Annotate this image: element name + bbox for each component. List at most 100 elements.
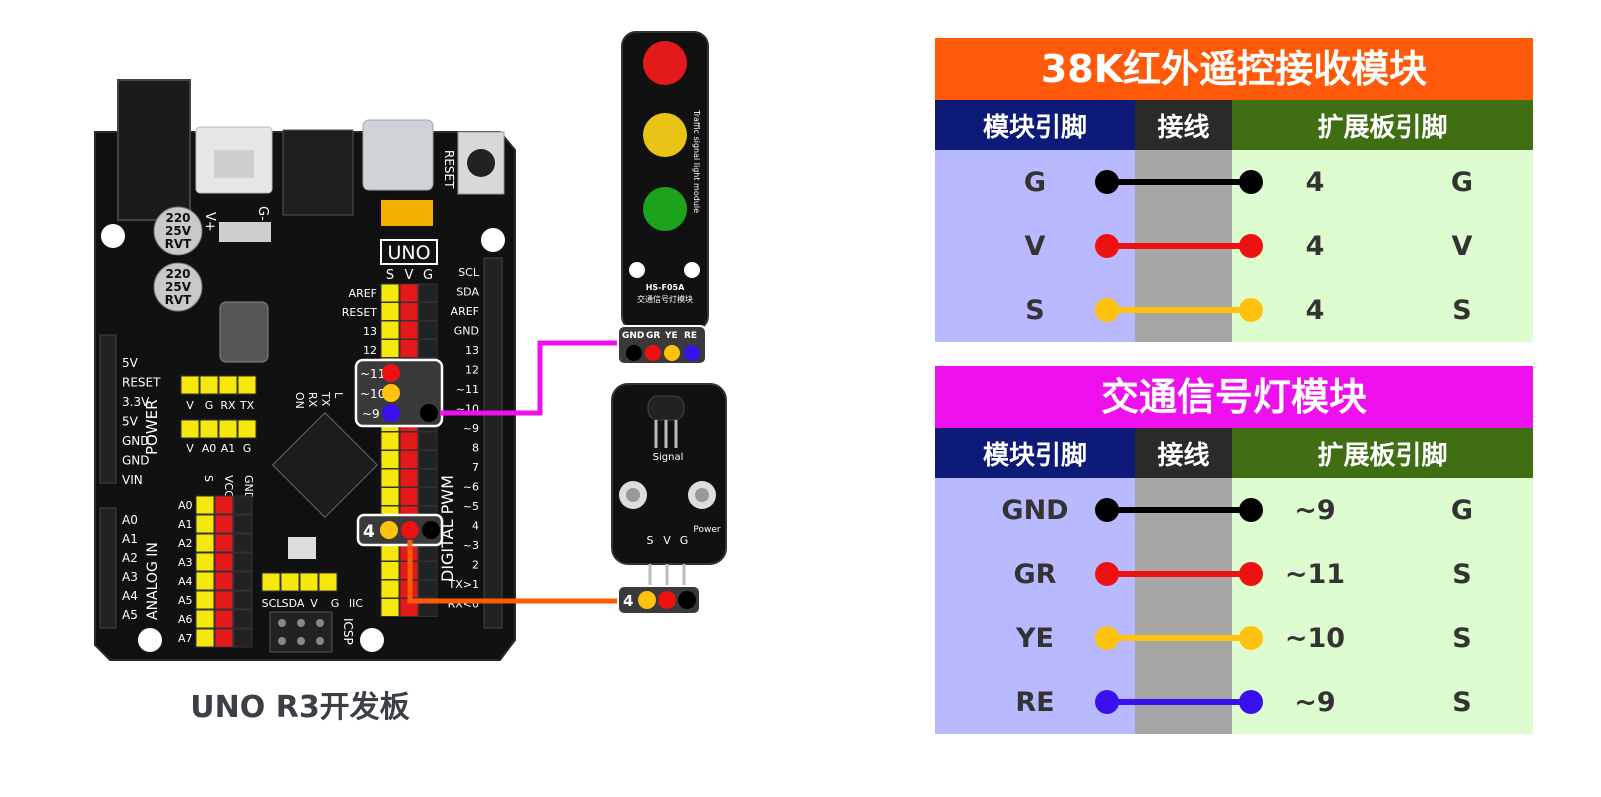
board-pin-label: V — [1451, 230, 1473, 262]
signal-pin — [380, 598, 400, 617]
signal-pin — [380, 302, 400, 321]
wiring-cell — [1135, 278, 1232, 342]
svcc-label: VCC — [222, 475, 235, 498]
vcc-pin — [214, 628, 234, 648]
analog-pin-label: A1 — [122, 532, 138, 546]
vcc-pin — [399, 431, 419, 451]
green-led — [643, 187, 687, 231]
table-title: 38K红外遥控接收模块 — [935, 38, 1533, 100]
led-label: L — [332, 392, 345, 399]
dot-black — [678, 591, 696, 609]
right-pin-label: ~9 — [463, 422, 479, 435]
traffic-pin-re: RE — [684, 331, 697, 341]
power-pin-label: 5V — [122, 415, 139, 429]
vcc-pin — [214, 495, 234, 515]
analog-inner-label: A1 — [178, 518, 193, 531]
mini-header-label: TX — [239, 399, 255, 412]
gnd-pin — [233, 495, 253, 515]
dot-yellow — [380, 521, 398, 539]
ir-signal-label: Signal — [653, 452, 684, 463]
right-pin-label: 8 — [472, 442, 479, 455]
right-header — [483, 257, 503, 629]
analog-pin-label: A0 — [122, 513, 138, 527]
label-vplus: V+ — [202, 212, 217, 232]
module-pin-cell: V — [935, 214, 1135, 278]
gnd-pin — [233, 628, 253, 648]
ir-receiver-module: Signal Power S V G 4 — [611, 383, 727, 615]
iic-label: SCL — [262, 597, 284, 610]
label-reset-top: RESET — [442, 150, 456, 189]
pin-tag-4: 4 — [363, 522, 375, 542]
vcc-pin — [399, 320, 419, 340]
power-pin-label: VIN — [122, 473, 143, 487]
gnd-pin — [418, 450, 438, 469]
header-pin — [237, 419, 257, 439]
power-header — [99, 334, 117, 484]
analog-title: ANALOG IN — [145, 542, 161, 620]
signal-pin — [380, 487, 400, 506]
iic-pin — [261, 572, 281, 592]
iic-label: SDA — [282, 597, 305, 610]
label-gminus: G- — [255, 206, 270, 221]
dot-black — [422, 521, 440, 539]
board-pin-number: 4 — [1305, 294, 1325, 326]
wiring-cell — [1135, 670, 1232, 734]
iic-pin — [280, 572, 300, 592]
module-pin-cell: GR — [935, 542, 1135, 606]
wiring-diagram: 220 25V RVT 220 25V RVT V+ G- RESET 5VRE… — [94, 31, 727, 661]
left-pin-label: 13 — [363, 325, 377, 338]
cap-text-2: 25V — [165, 224, 192, 238]
signal-pin — [195, 571, 215, 591]
traffic-pin-gr: GR — [646, 331, 660, 341]
svcc-label: S — [202, 475, 215, 482]
analog-inner-label: A0 — [178, 499, 193, 512]
signal-pin — [195, 495, 215, 515]
vcc-pin — [214, 533, 234, 553]
module-pin-cell: GND — [935, 478, 1135, 542]
gnd-pin — [233, 609, 253, 629]
analog-inner-label: A6 — [178, 613, 193, 626]
traffic-light-module: Traffic signal light module HS-F05A 交通信号… — [617, 31, 709, 365]
mini-header-label: G — [205, 399, 214, 412]
signal-pin — [380, 283, 400, 303]
inductor — [219, 301, 269, 363]
mount-hole — [684, 262, 700, 278]
analog-inner-label: A7 — [178, 632, 193, 645]
vcc-pin — [214, 590, 234, 610]
crystal — [381, 200, 433, 226]
board-pin-label: G — [1450, 166, 1474, 198]
power-pin-label: GND — [122, 434, 150, 448]
pin-tag-11: ~11 — [360, 367, 385, 381]
analog-inner-label: A4 — [178, 575, 193, 588]
gnd-pin — [233, 590, 253, 610]
power-title: POWER — [143, 399, 161, 455]
analog-pin-label: A3 — [122, 570, 138, 584]
gnd-pin — [418, 431, 438, 451]
left-pin-label: AREF — [349, 287, 377, 300]
icsp-label: ICSP — [341, 618, 355, 645]
led-label: RX — [306, 392, 319, 408]
mini-header-label: A0 — [202, 442, 217, 455]
ir-pin-g: G — [680, 534, 689, 547]
signal-pin — [380, 579, 400, 599]
vcc-pin — [214, 571, 234, 591]
mini-header-label: V — [186, 442, 194, 455]
led-label: ON — [293, 392, 306, 409]
header-board-pin: 扩展板引脚 — [1232, 100, 1533, 150]
vcc-pin — [399, 283, 419, 303]
board-pin-number: ~9 — [1294, 494, 1336, 526]
reset-button-cap — [467, 149, 495, 177]
ir-tag-4: 4 — [623, 592, 633, 610]
svg-header-label: S — [386, 268, 394, 283]
analog-pin-label: A2 — [122, 551, 138, 565]
mount-hole — [629, 262, 645, 278]
